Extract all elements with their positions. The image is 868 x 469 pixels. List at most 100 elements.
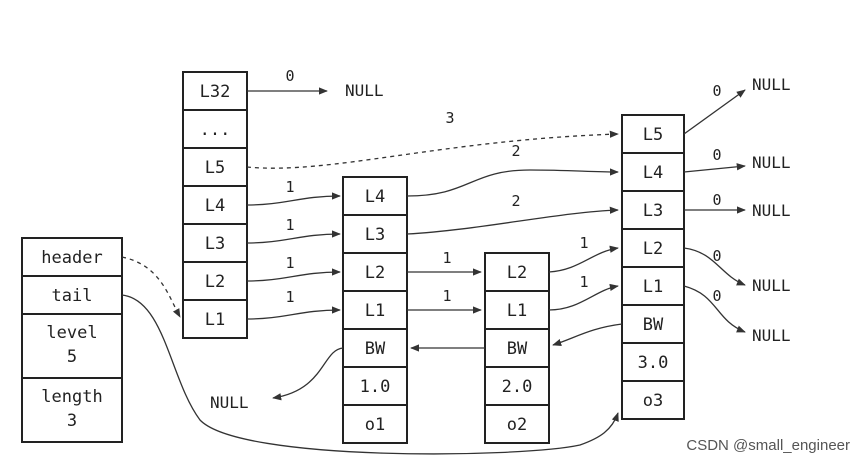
- node-o3-level-l5-label: L5: [643, 125, 663, 145]
- span-label-n1-l3: 2: [511, 192, 520, 210]
- watermark: CSDN @small_engineer: [686, 437, 850, 454]
- span-label-n1-l2: 1: [442, 249, 451, 267]
- header-level-l2-label: L2: [205, 272, 225, 292]
- node-o2-backward-label: BW: [507, 339, 528, 359]
- node-o1-level-l2: [342, 252, 408, 292]
- span-labels: 0 3 1 1 1 1 2 2 1 1 1 1 0 0 0 0 0: [285, 67, 721, 306]
- list-struct: header tail level 5 length 3: [21, 237, 123, 443]
- list-length-cell: [21, 377, 123, 443]
- span-label-header-l4: 1: [285, 178, 294, 196]
- header-level-l5-label: L5: [205, 158, 225, 178]
- header-level-ellipsis: [182, 109, 248, 149]
- node-o1-object: [342, 404, 408, 444]
- node-o1-level-l4-label: L4: [365, 187, 385, 207]
- list-level-label: level: [46, 323, 97, 343]
- node-o3-score-label: 3.0: [638, 353, 669, 373]
- span-label-n3-l5: 0: [712, 82, 721, 100]
- node-o2-object: [484, 404, 550, 444]
- node-o2-level-l1: [484, 290, 550, 330]
- node-o3-l4-pointer: [683, 163, 746, 173]
- span-label-n3-l3: 0: [712, 191, 721, 209]
- node-o3-backward-label: BW: [643, 315, 664, 335]
- header-l5-pointer: [246, 130, 619, 169]
- list-tail-pointer: [121, 294, 619, 455]
- span-label-n3-l4: 0: [712, 146, 721, 164]
- span-label-n1-l4: 2: [511, 142, 520, 160]
- null-label-header-l32: NULL: [345, 81, 384, 100]
- header-level-l4-label: L4: [205, 196, 225, 216]
- header-level-l4: [182, 185, 248, 225]
- node-o3-score: [621, 342, 685, 382]
- node-o1-score-label: 1.0: [360, 377, 391, 397]
- span-label-header-l5: 3: [445, 109, 454, 127]
- node-o3-backward-pointer: [552, 323, 623, 346]
- header-l3-pointer: [246, 230, 341, 244]
- node-o3-level-l1-label: L1: [643, 277, 663, 297]
- node-o2-score-label: 2.0: [502, 377, 533, 397]
- header-level-l1-label: L1: [205, 310, 225, 330]
- null-label-n3-l4: NULL: [752, 153, 791, 172]
- span-label-n3-l1: 0: [712, 287, 721, 305]
- node-o1-l4-pointer: [406, 168, 619, 197]
- span-label-n3-l2: 0: [712, 247, 721, 265]
- node-o1: L4 L3 L2 L1 BW 1.0 o1: [342, 176, 408, 444]
- node-o3-object: [621, 380, 685, 420]
- node-o3-level-l2: [621, 228, 685, 268]
- node-o1-backward-label: BW: [365, 339, 386, 359]
- node-o3-level-l4-label: L4: [643, 163, 663, 183]
- span-label-header-l32: 0: [285, 67, 294, 85]
- node-o3-backward: [621, 304, 685, 344]
- node-o3: L5 L4 L3 L2 L1 BW 3.0 o3: [621, 114, 685, 420]
- span-label-header-l3: 1: [285, 216, 294, 234]
- span-label-n2-l2: 1: [579, 234, 588, 252]
- node-o1-level-l4: [342, 176, 408, 216]
- node-o2-level-l1-label: L1: [507, 301, 527, 321]
- list-level-value: 5: [67, 347, 77, 367]
- header-level-l3-label: L3: [205, 234, 225, 254]
- node-o1-level-l3-label: L3: [365, 225, 385, 245]
- header-level-l32-label: L32: [200, 82, 231, 102]
- null-label-n3-l2: NULL: [752, 276, 791, 295]
- node-o2-level-l2-label: L2: [507, 263, 527, 283]
- list-length-label: length: [41, 387, 102, 407]
- span-label-n1-l1: 1: [442, 287, 451, 305]
- list-tail-label: tail: [52, 286, 93, 306]
- node-o2-object-label: o2: [507, 415, 527, 435]
- null-label-n3-l1: NULL: [752, 326, 791, 345]
- node-o1-object-label: o1: [365, 415, 385, 435]
- node-o2-score: [484, 366, 550, 406]
- node-o2: L2 L1 BW 2.0 o2: [484, 252, 550, 444]
- list-length-value: 3: [67, 411, 77, 431]
- list-header-label: header: [41, 248, 102, 268]
- header-l1-pointer: [246, 306, 341, 320]
- node-o1-l3-pointer: [406, 206, 619, 235]
- header-level-l2: [182, 261, 248, 301]
- header-level-ellipsis-label: ...: [200, 120, 231, 140]
- null-label-n3-l5: NULL: [752, 75, 791, 94]
- node-o1-level-l2-label: L2: [365, 263, 385, 283]
- null-label-n3-l3: NULL: [752, 201, 791, 220]
- header-l2-pointer: [246, 268, 341, 282]
- span-label-header-l2: 1: [285, 254, 294, 272]
- node-o3-l5-pointer: [683, 89, 746, 135]
- node-o3-object-label: o3: [643, 391, 663, 411]
- node-o3-l1-pointer: [683, 285, 746, 333]
- node-o1-level-l1-label: L1: [365, 301, 385, 321]
- null-labels: NULL NULL NULL NULL NULL NULL NULL: [210, 75, 791, 412]
- node-o1-backward-pointer: [272, 347, 344, 401]
- span-label-n2-l1: 1: [579, 273, 588, 291]
- node-o2-level-l2: [484, 252, 550, 292]
- node-o2-l1-pointer: [548, 283, 619, 311]
- node-o3-l2-pointer: [683, 247, 746, 286]
- null-label-o1-backward: NULL: [210, 393, 249, 412]
- list-header-pointer: [121, 256, 181, 318]
- node-o2-l2-pointer: [548, 245, 619, 273]
- span-label-header-l1: 1: [285, 288, 294, 306]
- node-o3-level-l3-label: L3: [643, 201, 663, 221]
- node-o1-score: [342, 366, 408, 406]
- list-header-cell: [21, 237, 123, 277]
- header-node: L32 ... L5 L4 L3 L2 L1: [182, 71, 248, 339]
- header-l4-pointer: [246, 192, 341, 206]
